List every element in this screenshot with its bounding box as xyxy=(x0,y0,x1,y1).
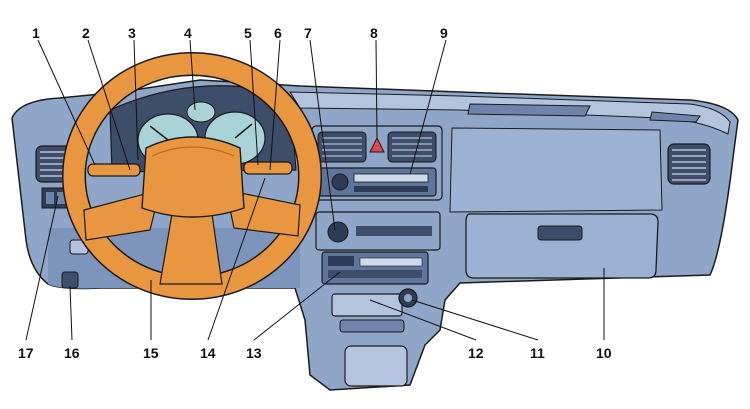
callout-7: 7 xyxy=(304,25,312,41)
callout-1: 1 xyxy=(32,25,40,41)
callout-17: 17 xyxy=(18,345,34,361)
heater-control-knob xyxy=(327,221,349,243)
hazard-warning-button xyxy=(369,136,385,153)
callout-6: 6 xyxy=(274,25,282,41)
callout-5: 5 xyxy=(244,25,252,41)
callout-3: 3 xyxy=(128,25,136,41)
callout-13: 13 xyxy=(246,345,262,361)
callout-10: 10 xyxy=(596,345,612,361)
right-upper-panel xyxy=(449,127,663,213)
center-vent-right xyxy=(387,131,437,163)
wiper-stalk xyxy=(243,161,293,175)
defroster-vent xyxy=(467,103,591,117)
callout-leader-lines xyxy=(25,39,605,341)
turn-signal-stalk xyxy=(87,163,141,177)
center-gauge xyxy=(186,101,216,123)
callout-4: 4 xyxy=(184,25,192,41)
callout-11: 11 xyxy=(530,345,545,361)
airbag-pad xyxy=(141,136,245,218)
defroster-vent-right xyxy=(649,111,701,123)
hood-release-lever xyxy=(61,271,79,289)
callout-9: 9 xyxy=(440,25,448,41)
glove-box xyxy=(465,213,659,279)
callout-8: 8 xyxy=(370,25,378,41)
glove-box-handle xyxy=(537,225,583,241)
ashtray xyxy=(331,293,403,317)
callout-12: 12 xyxy=(468,345,484,361)
callout-16: 16 xyxy=(64,345,80,361)
callout-14: 14 xyxy=(200,345,216,361)
callout-15: 15 xyxy=(143,345,159,361)
console-storage xyxy=(344,345,408,387)
callout-2: 2 xyxy=(82,25,90,41)
